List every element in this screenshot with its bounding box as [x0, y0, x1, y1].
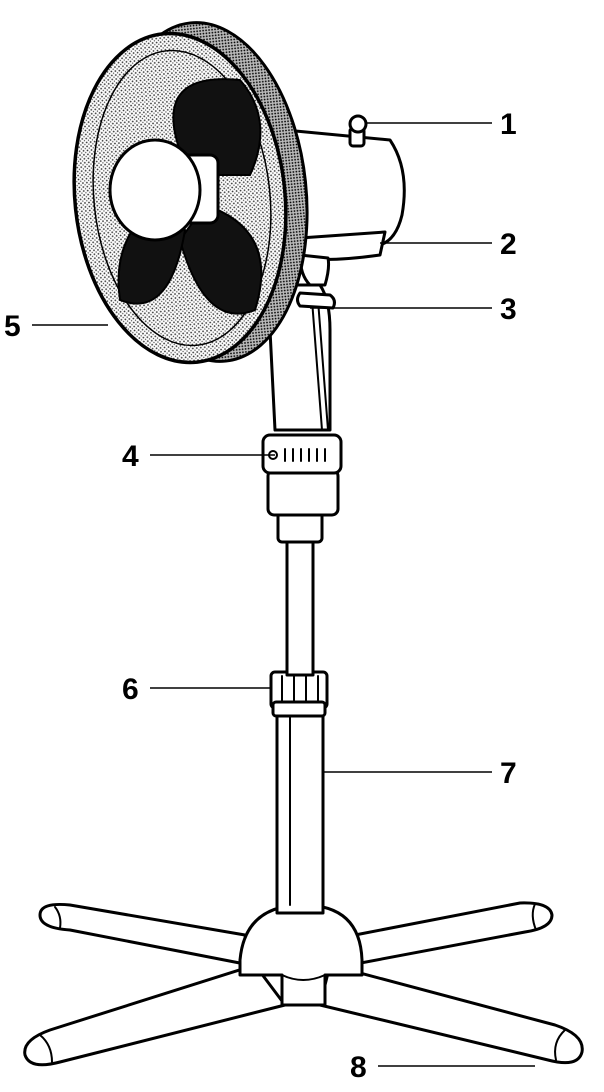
callout-numbers: 1 2 3 4 5 6 7 8 [4, 108, 517, 1084]
callout-1: 1 [500, 108, 517, 141]
tilt-lock-collar [261, 433, 343, 475]
callout-8: 8 [350, 1051, 367, 1084]
callout-4: 4 [122, 440, 139, 473]
fan-base [23, 901, 584, 1067]
callout-2: 2 [500, 228, 517, 261]
tilt-lever [296, 291, 336, 310]
callout-3: 3 [500, 293, 517, 326]
blade-spinner-cap [108, 138, 220, 242]
height-adjust-knob [269, 670, 329, 718]
lower-pole [275, 706, 325, 915]
callout-leaders [32, 122, 535, 1067]
upper-pole [276, 508, 324, 677]
fan-neck [266, 283, 340, 517]
callout-7: 7 [500, 757, 517, 790]
callout-6: 6 [122, 673, 139, 706]
callout-5: 5 [4, 310, 21, 343]
